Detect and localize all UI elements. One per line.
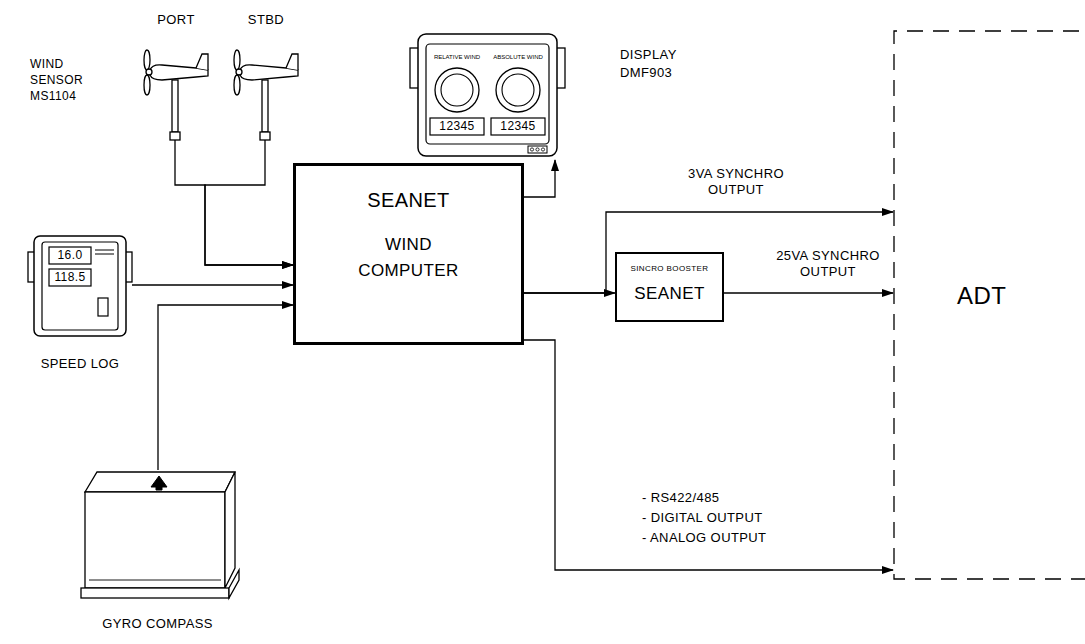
display-unit: DISPLAY DMF903RELATIVE WINDABSOLUTE WIND… xyxy=(410,30,565,160)
synchro-booster-box: SINCRO BOOSTER SEANET xyxy=(615,252,724,322)
device-label: SPEED LOG xyxy=(18,356,142,372)
signal-name: - DIGITAL OUTPUT xyxy=(640,510,765,526)
digit-readout: 12345 xyxy=(430,119,484,134)
signal-connector xyxy=(158,305,293,470)
signal-connector xyxy=(524,340,893,570)
region-title: ADT xyxy=(957,282,1006,311)
signal-name: - ANALOG OUTPUT xyxy=(640,530,768,546)
illustration xyxy=(410,30,565,160)
illustration xyxy=(138,40,214,140)
device-label: DISPLAY DMF903 xyxy=(620,46,677,82)
illustration xyxy=(75,470,240,600)
signal-connector xyxy=(524,160,555,197)
digit-readout: 12345 xyxy=(491,119,545,134)
signal-connector xyxy=(132,284,293,285)
speed-log: 16.0118.5SPEED LOG xyxy=(28,232,132,340)
box-subtitle: SINCRO BOOSTER xyxy=(617,264,722,274)
signal-name: - RS422/485 xyxy=(640,490,721,506)
illustration xyxy=(228,40,304,140)
edge-label: 25VA SYNCHRO OUTPUT xyxy=(770,248,886,281)
wind-sensor-stbd: STBD xyxy=(228,40,304,140)
sensor-label: PORT xyxy=(138,12,214,28)
sensor-label: STBD xyxy=(228,12,304,28)
signal-connector xyxy=(524,292,615,293)
signal-connector xyxy=(205,140,293,265)
sensor-model-label: WIND SENSOR MS1104 xyxy=(28,56,85,105)
digit-readout: 118.5 xyxy=(49,270,91,285)
signal-connector xyxy=(724,292,893,293)
digit-readout: 16.0 xyxy=(49,248,91,263)
device-label: GYRO COMPASS xyxy=(65,616,250,632)
adt-region: ADT xyxy=(893,30,1085,581)
edge-label: 3VA SYNCHRO OUTPUT xyxy=(678,166,794,199)
box-title: SEANET xyxy=(617,284,722,304)
box-title: SEANET xyxy=(296,188,521,212)
signal-connector xyxy=(175,140,293,265)
gyro-compass: GYRO COMPASS xyxy=(75,470,240,600)
dial-caption: RELATIVE WIND xyxy=(428,54,486,61)
dial-caption: ABSOLUTE WIND xyxy=(489,54,547,61)
box-subtitle: WIND COMPUTER xyxy=(358,232,458,284)
wind-computer-box: SEANET WIND COMPUTER xyxy=(293,163,524,345)
wind-sensor-port: PORT xyxy=(138,40,214,140)
